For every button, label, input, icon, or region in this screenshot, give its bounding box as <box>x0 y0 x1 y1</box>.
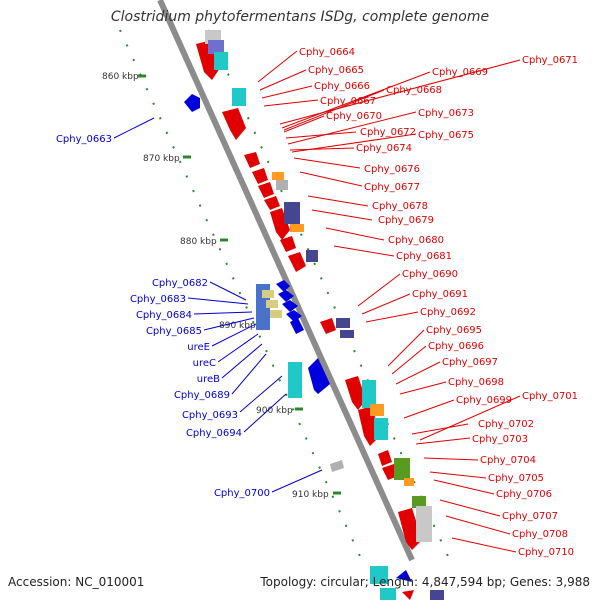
label-cphy-0673: Cphy_0673 <box>418 108 474 119</box>
label-cphy-0708: Cphy_0708 <box>512 529 568 540</box>
gene-0670 <box>244 152 260 168</box>
label-cphy-0685: Cphy_0685 <box>146 326 202 337</box>
label-cphy-0683: Cphy_0683 <box>130 294 186 305</box>
label-cphy-0668: Cphy_0668 <box>386 85 442 96</box>
gene-0690 <box>320 318 336 334</box>
label-cphy-0694: Cphy_0694 <box>186 428 242 439</box>
label-cphy-0697: Cphy_0697 <box>442 357 498 368</box>
label-cphy-0703: Cphy_0703 <box>472 434 528 445</box>
label-ureB: ureB <box>197 374 220 385</box>
label-cphy-0696: Cphy_0696 <box>428 341 484 352</box>
feature-blocks <box>205 30 432 542</box>
gene-0681 <box>288 252 306 272</box>
label-cphy-0684: Cphy_0684 <box>136 310 192 321</box>
label-cphy-0707: Cphy_0707 <box>502 511 558 522</box>
gene-0666 <box>222 108 246 140</box>
label-cphy-0689: Cphy_0689 <box>174 390 230 401</box>
scale-label-860: 860 kbp <box>102 72 139 82</box>
label-cphy-0671: Cphy_0671 <box>522 55 578 66</box>
label-cphy-0706: Cphy_0706 <box>496 489 552 500</box>
scale-label-910: 910 kbp <box>292 490 329 500</box>
label-cphy-0691: Cphy_0691 <box>412 289 468 300</box>
label-cphy-0674: Cphy_0674 <box>356 143 412 154</box>
label-cphy-0665: Cphy_0665 <box>308 65 364 76</box>
genome-backbone <box>157 0 415 562</box>
label-cphy-0677: Cphy_0677 <box>364 182 420 193</box>
gene-0672 <box>252 168 268 184</box>
gene-0694 <box>308 358 330 394</box>
label-cphy-0678: Cphy_0678 <box>372 201 428 212</box>
topology-text: Topology: circular; Length: 4,847,594 bp… <box>260 575 590 589</box>
map-title: Clostridium phytofermentans ISDg, comple… <box>110 9 490 25</box>
gene-0676 <box>264 196 280 210</box>
leader-lines-right <box>257 50 517 553</box>
label-cphy-0693: Cphy_0693 <box>182 410 238 421</box>
label-cphy-0663: Cphy_0663 <box>56 134 112 145</box>
label-cphy-0681: Cphy_0681 <box>396 251 452 262</box>
label-cphy-0666: Cphy_0666 <box>314 81 370 92</box>
label-cphy-0682: Cphy_0682 <box>152 278 208 289</box>
leader-lines-right-far <box>279 59 521 441</box>
label-cphy-0676: Cphy_0676 <box>364 164 420 175</box>
gene-0680 <box>280 236 296 252</box>
scale-label-900: 900 kbp <box>256 406 293 416</box>
label-cphy-0699: Cphy_0699 <box>456 395 512 406</box>
label-cphy-0710: Cphy_0710 <box>518 547 574 558</box>
bottom-partial-features <box>370 566 444 600</box>
label-cphy-0692: Cphy_0692 <box>420 307 476 318</box>
label-cphy-0690: Cphy_0690 <box>402 269 458 280</box>
gene-0674 <box>258 182 274 198</box>
scale-label-870: 870 kbp <box>143 154 180 164</box>
label-ureC: ureC <box>193 358 216 369</box>
label-cphy-0702: Cphy_0702 <box>478 419 534 430</box>
accession-text: Accession: NC_010001 <box>8 575 145 589</box>
scale-label-880: 880 kbp <box>180 237 217 247</box>
label-cphy-0672: Cphy_0672 <box>360 127 416 138</box>
label-ureE: ureE <box>187 342 210 353</box>
label-cphy-0700: Cphy_0700 <box>214 488 270 499</box>
gene-0700 <box>330 460 344 472</box>
label-cphy-0705: Cphy_0705 <box>488 473 544 484</box>
label-cphy-0701: Cphy_0701 <box>522 391 578 402</box>
label-cphy-0679: Cphy_0679 <box>378 215 434 226</box>
label-cphy-0670: Cphy_0670 <box>326 111 382 122</box>
label-cphy-0680: Cphy_0680 <box>388 235 444 246</box>
label-cphy-0675: Cphy_0675 <box>418 130 474 141</box>
label-cphy-0704: Cphy_0704 <box>480 455 536 466</box>
label-cphy-0698: Cphy_0698 <box>448 377 504 388</box>
gene-0678 <box>270 208 290 240</box>
gene-0663 <box>184 94 200 112</box>
forward-genes <box>196 40 422 550</box>
label-cphy-0664: Cphy_0664 <box>299 47 355 58</box>
scale-label-890: 890 kbp <box>219 321 256 331</box>
leader-lines-left <box>113 117 323 493</box>
label-cphy-0669: Cphy_0669 <box>432 67 488 78</box>
gene-0704 <box>378 450 392 466</box>
gene-0698 <box>345 376 366 410</box>
label-cphy-0667: Cphy_0667 <box>320 96 376 107</box>
reverse-genes <box>184 94 344 472</box>
label-cphy-0695: Cphy_0695 <box>426 325 482 336</box>
